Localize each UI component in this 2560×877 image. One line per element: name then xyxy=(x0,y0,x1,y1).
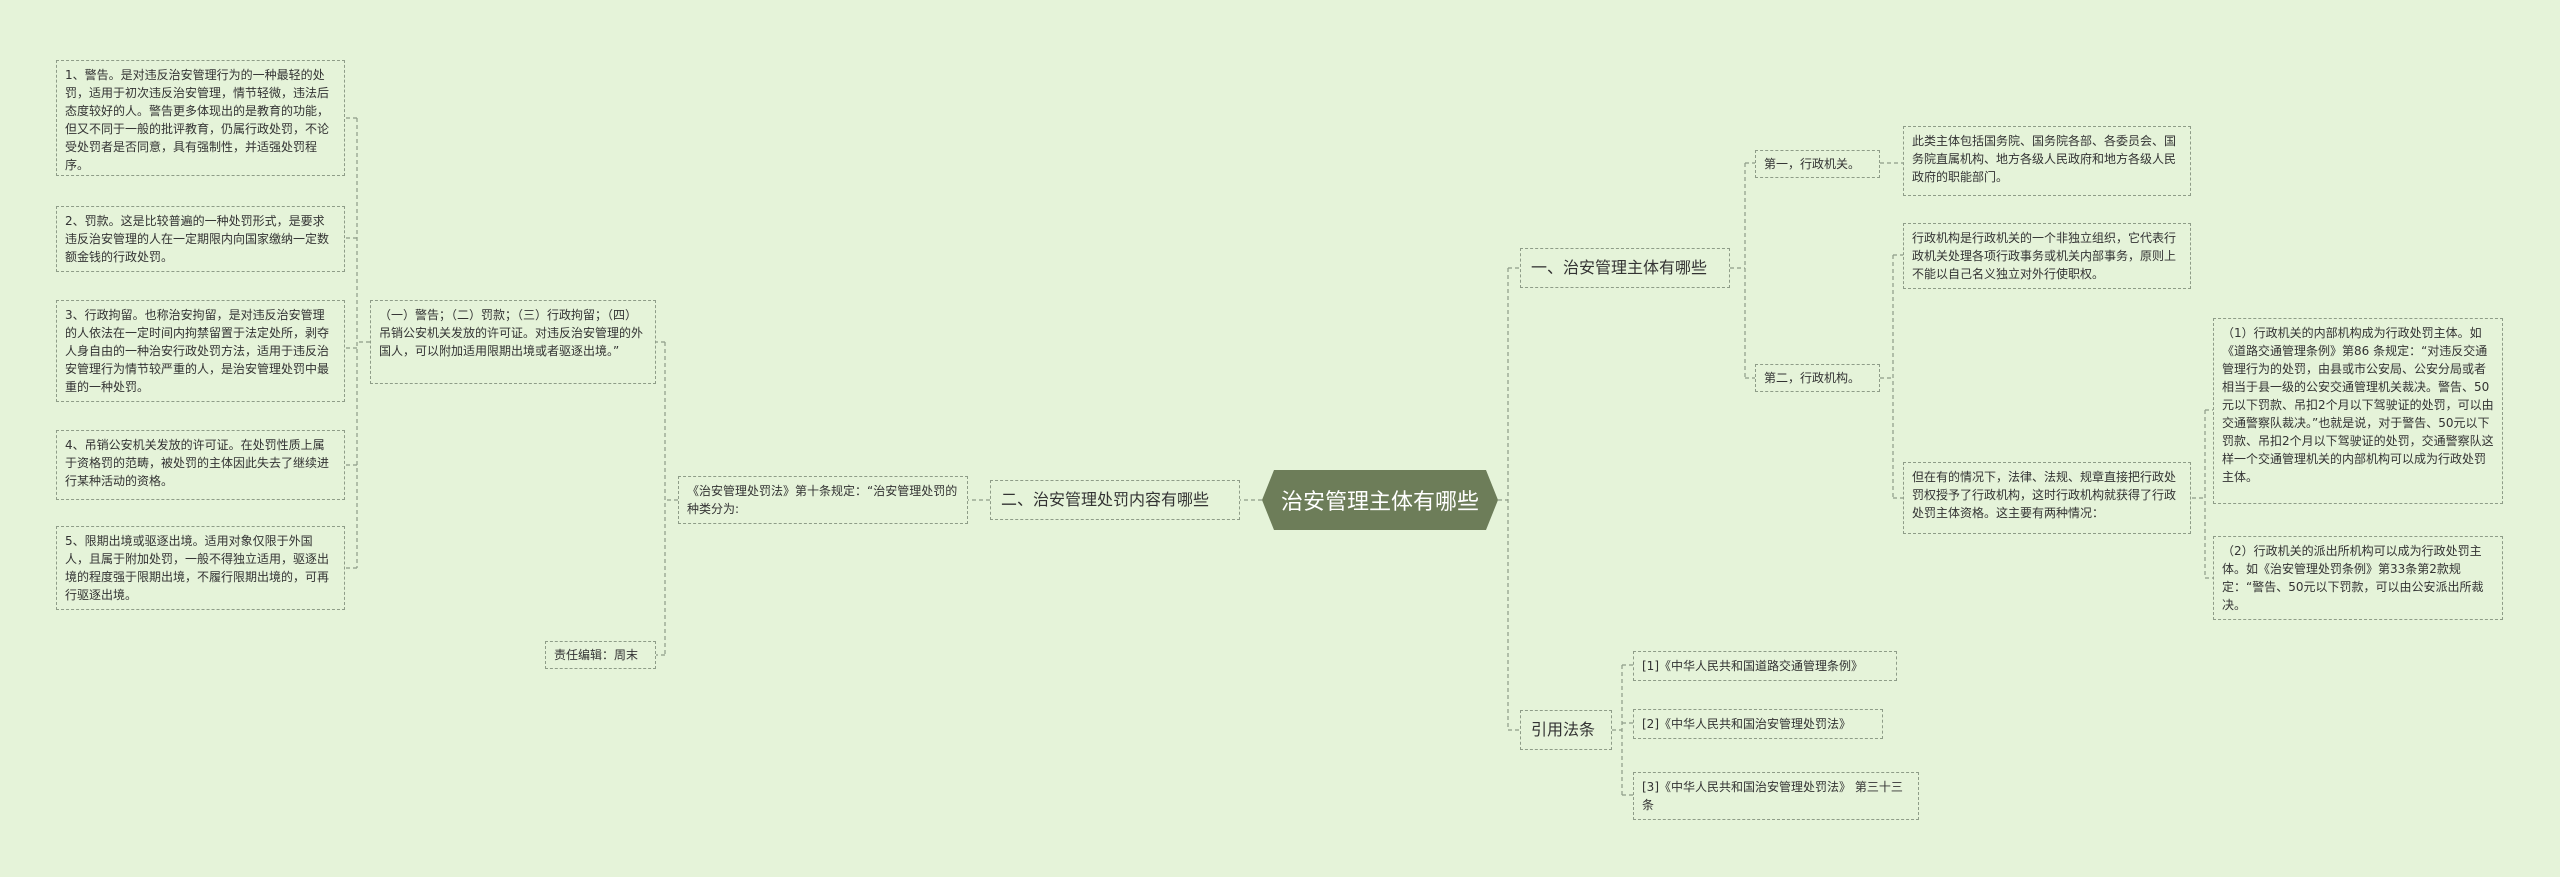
first-label: 第一，行政机关。 xyxy=(1764,157,1861,171)
law-node[interactable]: 《治安管理处罚法》第十条规定：“治安管理处罚的种类分为: xyxy=(678,476,968,524)
detail-text-1: 1、警告。是对违反治安管理行为的一种最轻的处罚，适用于初次违反治安管理，情节轻微… xyxy=(65,68,330,172)
section2-label: 二、治安管理处罚内容有哪些 xyxy=(1001,490,1210,509)
root-topic[interactable]: 治安管理主体有哪些 xyxy=(1262,470,1498,530)
detail-text-4: 4、吊销公安机关发放的许可证。在处罚性质上属于资格罚的范畴，被处罚的主体因此失去… xyxy=(65,438,330,488)
ref-item-1-text: [1]《中华人民共和国道路交通管理条例》 xyxy=(1642,659,1863,673)
first-desc-text: 此类主体包括国务院、国务院各部、各委员会、国务院直属机构、地方各级人民政府和地方… xyxy=(1912,134,2177,184)
ref-item-3[interactable]: [3]《中华人民共和国治安管理处罚法》 第三十三条 xyxy=(1633,772,1919,820)
detail-node-2[interactable]: 2、罚款。这是比较普遍的一种处罚形式，是要求违反治安管理的人在一定期限内向国家缴… xyxy=(56,206,345,272)
detail-text-5: 5、限期出境或驱逐出境。适用对象仅限于外国人，且属于附加处罚，一般不得独立适用，… xyxy=(65,534,330,602)
ref-item-3-text: [3]《中华人民共和国治安管理处罚法》 第三十三条 xyxy=(1642,780,1903,812)
second-desc2-text: 但在有的情况下，法律、法规、规章直接把行政处罚权授予了行政机构，这时行政机构就获… xyxy=(1912,470,2177,520)
detail-node-3[interactable]: 3、行政拘留。也称治安拘留，是对违反治安管理的人依法在一定时间内拘禁留置于法定处… xyxy=(56,300,345,402)
detail-node-1[interactable]: 1、警告。是对违反治安管理行为的一种最轻的处罚，适用于初次违反治安管理，情节轻微… xyxy=(56,60,345,176)
detail-text-2: 2、罚款。这是比较普遍的一种处罚形式，是要求违反治安管理的人在一定期限内向国家缴… xyxy=(65,214,330,264)
editor-node[interactable]: 责任编辑：周末 xyxy=(545,641,656,669)
section1-label: 一、治安管理主体有哪些 xyxy=(1531,258,1708,277)
ref-item-2-text: [2]《中华人民共和国治安管理处罚法》 xyxy=(1642,717,1851,731)
detail-node-5[interactable]: 5、限期出境或驱逐出境。适用对象仅限于外国人，且属于附加处罚，一般不得独立适用，… xyxy=(56,526,345,610)
second-desc2-node[interactable]: 但在有的情况下，法律、法规、规章直接把行政处罚权授予了行政机构，这时行政机构就获… xyxy=(1903,462,2191,534)
ref-item-2[interactable]: [2]《中华人民共和国治安管理处罚法》 xyxy=(1633,709,1883,739)
detail-text-3: 3、行政拘留。也称治安拘留，是对违反治安管理的人依法在一定时间内拘禁留置于法定处… xyxy=(65,308,330,394)
ref-item-1[interactable]: [1]《中华人民共和国道路交通管理条例》 xyxy=(1633,651,1897,681)
detail-node-4[interactable]: 4、吊销公安机关发放的许可证。在处罚性质上属于资格罚的范畴，被处罚的主体因此失去… xyxy=(56,430,345,500)
second-label: 第二，行政机构。 xyxy=(1764,371,1861,385)
root-topic-label: 治安管理主体有哪些 xyxy=(1280,490,1479,515)
editor-text: 责任编辑：周末 xyxy=(554,648,639,662)
case1-node[interactable]: （1）行政机关的内部机构成为行政处罚主体。如《道路交通管理条例》第86 条规定：… xyxy=(2213,318,2503,504)
second-node[interactable]: 第二，行政机构。 xyxy=(1755,364,1880,392)
case2-text: （2）行政机关的派出所机构可以成为行政处罚主体。如《治安管理处罚条例》第33条第… xyxy=(2222,544,2484,612)
case1-text: （1）行政机关的内部机构成为行政处罚主体。如《道路交通管理条例》第86 条规定：… xyxy=(2222,326,2494,484)
section1-node[interactable]: 一、治安管理主体有哪些 xyxy=(1520,248,1730,288)
refs-label: 引用法条 xyxy=(1531,720,1596,739)
summary-node[interactable]: （一）警告；（二）罚款；（三）行政拘留；（四）吊销公安机关发放的许可证。对违反治… xyxy=(370,300,656,384)
section2-node[interactable]: 二、治安管理处罚内容有哪些 xyxy=(990,480,1240,520)
refs-node[interactable]: 引用法条 xyxy=(1520,710,1612,750)
case2-node[interactable]: （2）行政机关的派出所机构可以成为行政处罚主体。如《治安管理处罚条例》第33条第… xyxy=(2213,536,2503,620)
law-text: 《治安管理处罚法》第十条规定：“治安管理处罚的种类分为: xyxy=(687,484,958,516)
second-desc1-text: 行政机构是行政机关的一个非独立组织，它代表行政机关处理各项行政事务或机关内部事务… xyxy=(1912,231,2177,281)
first-desc-node[interactable]: 此类主体包括国务院、国务院各部、各委员会、国务院直属机构、地方各级人民政府和地方… xyxy=(1903,126,2191,196)
first-node[interactable]: 第一，行政机关。 xyxy=(1755,150,1880,178)
summary-text: （一）警告；（二）罚款；（三）行政拘留；（四）吊销公安机关发放的许可证。对违反治… xyxy=(379,308,644,358)
second-desc1-node[interactable]: 行政机构是行政机关的一个非独立组织，它代表行政机关处理各项行政事务或机关内部事务… xyxy=(1903,223,2191,289)
